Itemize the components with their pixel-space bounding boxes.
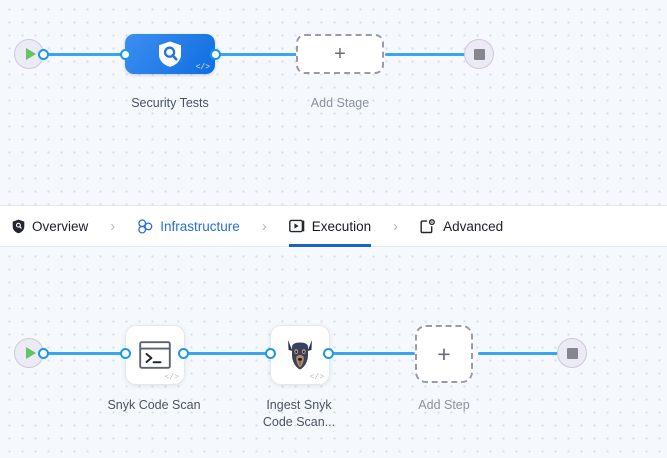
step-connector-add-to-end xyxy=(478,352,564,355)
step-connector-start-to-snyk xyxy=(40,352,130,355)
tab-execution[interactable]: Execution xyxy=(288,206,372,247)
step-start-port[interactable] xyxy=(38,348,49,359)
step-ingest-out-port[interactable] xyxy=(323,348,334,359)
step-node-snyk-code-scan[interactable]: </> xyxy=(125,325,185,385)
tab-separator: › xyxy=(261,217,267,235)
step-snyk-out-port[interactable] xyxy=(178,348,189,359)
pipeline-step-canvas[interactable]: </> Snyk Code Scan </> Ingest Snyk Code … xyxy=(0,247,667,458)
play-icon xyxy=(25,347,36,359)
tab-advanced-label: Advanced xyxy=(443,218,504,234)
pipeline-section-tabs: Overview › Infrastructure › xyxy=(0,205,667,247)
tab-infrastructure-label: Infrastructure xyxy=(160,218,240,234)
tab-advanced[interactable]: Advanced xyxy=(420,206,503,247)
stage-security-out-port[interactable] xyxy=(210,49,221,60)
step-snyk-in-port[interactable] xyxy=(120,348,131,359)
stage-security-in-port[interactable] xyxy=(120,49,131,60)
stage-connector-security-to-add xyxy=(215,53,305,56)
tab-separator: › xyxy=(110,217,116,235)
pipeline-stage-canvas[interactable]: </> Security Tests + Add Stage xyxy=(0,0,667,205)
terminal-icon xyxy=(139,341,171,369)
step-code-badge: </> xyxy=(309,373,324,382)
add-step-label: Add Step xyxy=(418,398,470,412)
advanced-gear-icon xyxy=(420,218,436,234)
execution-play-icon xyxy=(288,219,305,233)
play-icon xyxy=(25,48,36,60)
plus-icon: + xyxy=(334,43,346,65)
stop-icon xyxy=(473,48,485,60)
infrastructure-icon xyxy=(137,218,153,234)
step-ingest-in-port[interactable] xyxy=(265,348,276,359)
add-stage-label: Add Stage xyxy=(310,96,370,110)
stage-end-node[interactable] xyxy=(464,39,494,69)
shield-icon xyxy=(12,219,25,234)
plus-icon: + xyxy=(437,340,451,367)
step-node-ingest-snyk-code-scan[interactable]: </> xyxy=(270,325,330,385)
step-connector-ingest-to-add xyxy=(330,352,415,355)
step-connector-snyk-to-ingest xyxy=(185,352,275,355)
stage-code-badge: </> xyxy=(195,63,210,72)
step-node-snyk-code-scan-label: Snyk Code Scan xyxy=(107,398,201,412)
stage-connector-add-to-end xyxy=(385,53,471,56)
doberman-icon xyxy=(288,340,312,370)
add-step-button[interactable]: + xyxy=(415,325,473,383)
tab-overview-label: Overview xyxy=(32,218,89,234)
tab-infrastructure[interactable]: Infrastructure xyxy=(137,206,240,247)
step-node-ingest-snyk-code-scan-label: Ingest Snyk Code Scan... xyxy=(262,398,336,429)
stage-node-security-tests[interactable]: </> xyxy=(125,34,215,74)
step-code-badge: </> xyxy=(164,373,179,382)
step-end-node[interactable] xyxy=(557,338,587,368)
shield-scan-icon xyxy=(159,41,181,67)
stage-node-security-tests-label: Security Tests xyxy=(131,96,209,110)
stage-start-port[interactable] xyxy=(38,49,49,60)
stop-icon xyxy=(566,347,578,359)
tab-overview[interactable]: Overview xyxy=(12,206,88,247)
tab-separator: › xyxy=(393,217,399,235)
add-stage-button[interactable]: + xyxy=(296,34,384,74)
stage-connector-start-to-security xyxy=(40,53,130,56)
tab-execution-label: Execution xyxy=(311,218,372,234)
